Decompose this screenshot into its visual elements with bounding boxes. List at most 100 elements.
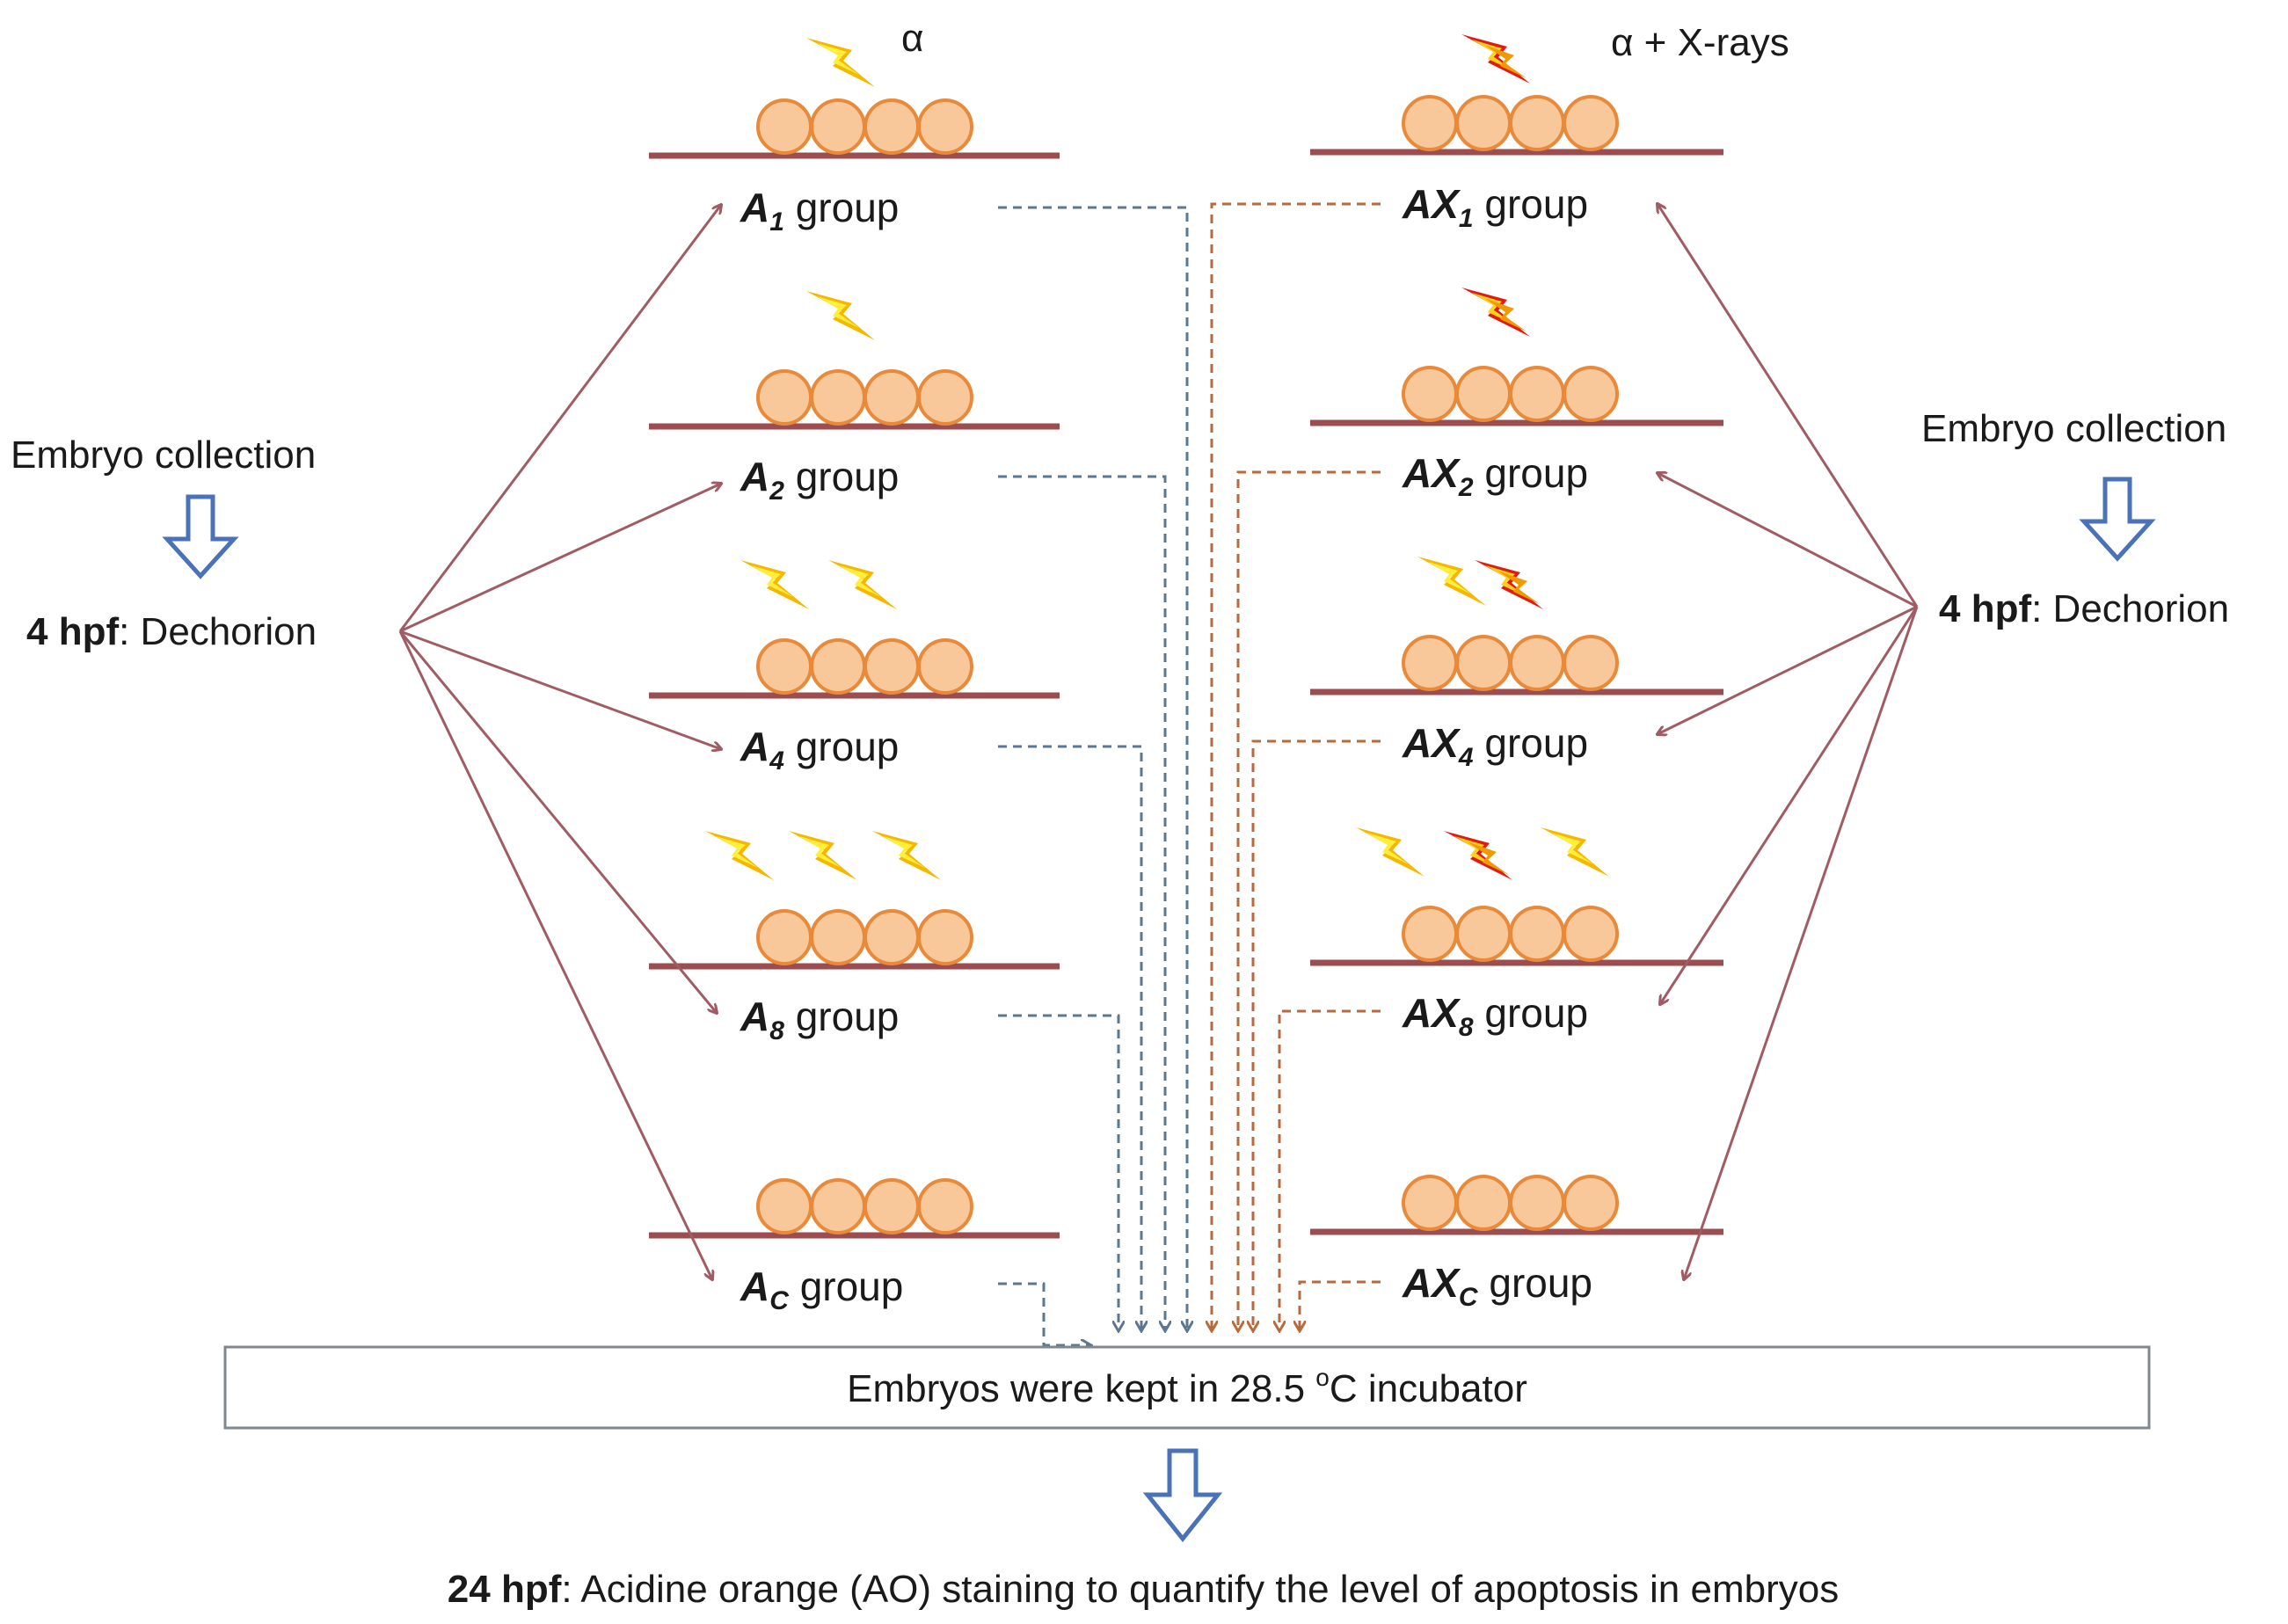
svg-text:A4 group: A4 group bbox=[740, 724, 899, 776]
embryo bbox=[810, 1178, 866, 1234]
embryo bbox=[756, 909, 812, 965]
embryo bbox=[1402, 95, 1458, 151]
lightning-bolt-yellow-icon bbox=[705, 831, 774, 880]
dish-ax2 bbox=[1310, 366, 1723, 426]
embryo bbox=[917, 1178, 973, 1234]
dish-a2 bbox=[649, 369, 1060, 430]
dish-axc bbox=[1310, 1175, 1723, 1235]
dish-a1 bbox=[649, 98, 1060, 159]
embryo bbox=[810, 909, 866, 965]
incubator-text: Embryos were kept in 28.5 oC incubator bbox=[847, 1364, 1527, 1410]
right-dechorion-label: 4 hpf: Dechorion bbox=[1939, 587, 2229, 630]
group-label-ax4: AX4 group bbox=[1402, 720, 1588, 772]
svg-text:AX2 group: AX2 group bbox=[1402, 450, 1588, 502]
left-embryo-collection-label: Embryo collection bbox=[11, 433, 316, 477]
embryo bbox=[1563, 95, 1619, 151]
final-step-text: 24 hpf: Acidine orange (AO) staining to … bbox=[448, 1568, 1839, 1611]
embryo bbox=[863, 909, 920, 965]
lightning-bolt-yellow-icon bbox=[806, 38, 875, 87]
group-label-axc: AXC group bbox=[1402, 1260, 1592, 1312]
hollow-down-arrow-icon bbox=[1142, 1448, 1223, 1543]
fan-arrow-a4 bbox=[399, 630, 721, 749]
fan-arrow-ax8 bbox=[1660, 606, 1919, 1004]
alpha-header: α bbox=[901, 17, 923, 60]
dish-ax4 bbox=[1310, 635, 1723, 695]
lightning-bolt-red-icon bbox=[1461, 288, 1530, 337]
svg-text:AX1 group: AX1 group bbox=[1402, 181, 1588, 233]
svg-text:A2 group: A2 group bbox=[740, 454, 899, 506]
svg-text:AX4 group: AX4 group bbox=[1402, 720, 1588, 772]
embryo bbox=[756, 1178, 812, 1234]
hollow-down-arrow-icon bbox=[162, 494, 239, 579]
group-label-ax8: AX8 group bbox=[1402, 990, 1588, 1042]
embryo bbox=[1563, 635, 1619, 691]
lightning-bolt-red-icon bbox=[1461, 34, 1530, 84]
embryo bbox=[863, 98, 920, 155]
embryo bbox=[1509, 1175, 1565, 1231]
dish-ax1 bbox=[1310, 95, 1723, 156]
lightning-bolt-yellow-icon bbox=[828, 560, 897, 609]
embryo bbox=[1402, 906, 1458, 962]
embryo bbox=[756, 369, 812, 426]
fan-arrow-axc bbox=[1684, 606, 1919, 1279]
embryo bbox=[863, 1178, 920, 1234]
embryo bbox=[1402, 366, 1458, 422]
embryo bbox=[1509, 635, 1565, 691]
fan-arrow-ax2 bbox=[1658, 473, 1918, 608]
embryo bbox=[1455, 366, 1512, 422]
embryo bbox=[1563, 1175, 1619, 1231]
embryo bbox=[917, 909, 973, 965]
lightning-bolt-red-icon bbox=[1444, 831, 1512, 880]
dish-ac bbox=[649, 1178, 1060, 1239]
embryo bbox=[810, 369, 866, 426]
hollow-down-arrow-icon bbox=[2079, 477, 2156, 562]
lightning-bolt-yellow-icon bbox=[872, 831, 941, 880]
lightning-bolt-yellow-icon bbox=[1541, 827, 1609, 877]
left-dechorion-label: 4 hpf: Dechorion bbox=[26, 610, 317, 653]
svg-text:AX8 group: AX8 group bbox=[1402, 990, 1588, 1042]
embryo bbox=[810, 98, 866, 155]
embryo bbox=[1509, 366, 1565, 422]
lightning-bolt-yellow-icon bbox=[789, 831, 857, 880]
embryo bbox=[1509, 906, 1565, 962]
embryo bbox=[756, 98, 812, 155]
embryo bbox=[1455, 906, 1512, 962]
svg-text:A8 group: A8 group bbox=[740, 994, 899, 1045]
lightning-bolt-red-icon bbox=[1475, 560, 1543, 609]
group-label-a2: A2 group bbox=[740, 454, 899, 506]
fan-arrow-a1 bbox=[398, 205, 721, 632]
embryo bbox=[1455, 1175, 1512, 1231]
embryo bbox=[917, 369, 973, 426]
group-label-a4: A4 group bbox=[740, 724, 899, 776]
group-label-ax2: AX2 group bbox=[1402, 450, 1588, 502]
lightning-bolt-yellow-icon bbox=[806, 291, 875, 340]
alpha-dashed-connectors bbox=[998, 206, 1187, 1345]
embryo bbox=[863, 369, 920, 426]
lightning-bolt-yellow-icon bbox=[1417, 557, 1486, 606]
embryo bbox=[863, 638, 920, 695]
fan-arrow-ax1 bbox=[1658, 204, 1919, 608]
group-label-ax1: AX1 group bbox=[1402, 181, 1588, 233]
embryo bbox=[1402, 635, 1458, 691]
embryo bbox=[1402, 1175, 1458, 1231]
svg-text:AC group: AC group bbox=[740, 1264, 903, 1315]
alpha-xray-header: α + X-rays bbox=[1611, 21, 1789, 64]
right-distribution-arrows bbox=[1658, 204, 1919, 1279]
embryo bbox=[1563, 366, 1619, 422]
group-label-a8: A8 group bbox=[740, 994, 899, 1045]
dish-a4 bbox=[649, 638, 1060, 699]
embryo bbox=[1455, 95, 1512, 151]
fan-arrow-a2 bbox=[399, 484, 721, 633]
right-embryo-collection-label: Embryo collection bbox=[1921, 407, 2226, 450]
embryo bbox=[917, 98, 973, 155]
lightning-bolt-yellow-icon bbox=[1356, 827, 1425, 877]
incubator-box: Embryos were kept in 28.5 oC incubator bbox=[223, 1345, 2151, 1430]
xray-dashed-connectors bbox=[1212, 202, 1381, 1330]
embryo bbox=[917, 638, 973, 695]
group-label-ac: AC group bbox=[740, 1264, 903, 1315]
left-distribution-arrows bbox=[398, 205, 721, 1279]
embryo bbox=[1509, 95, 1565, 151]
embryo bbox=[1563, 906, 1619, 962]
group-label-a1: A1 group bbox=[740, 185, 899, 237]
